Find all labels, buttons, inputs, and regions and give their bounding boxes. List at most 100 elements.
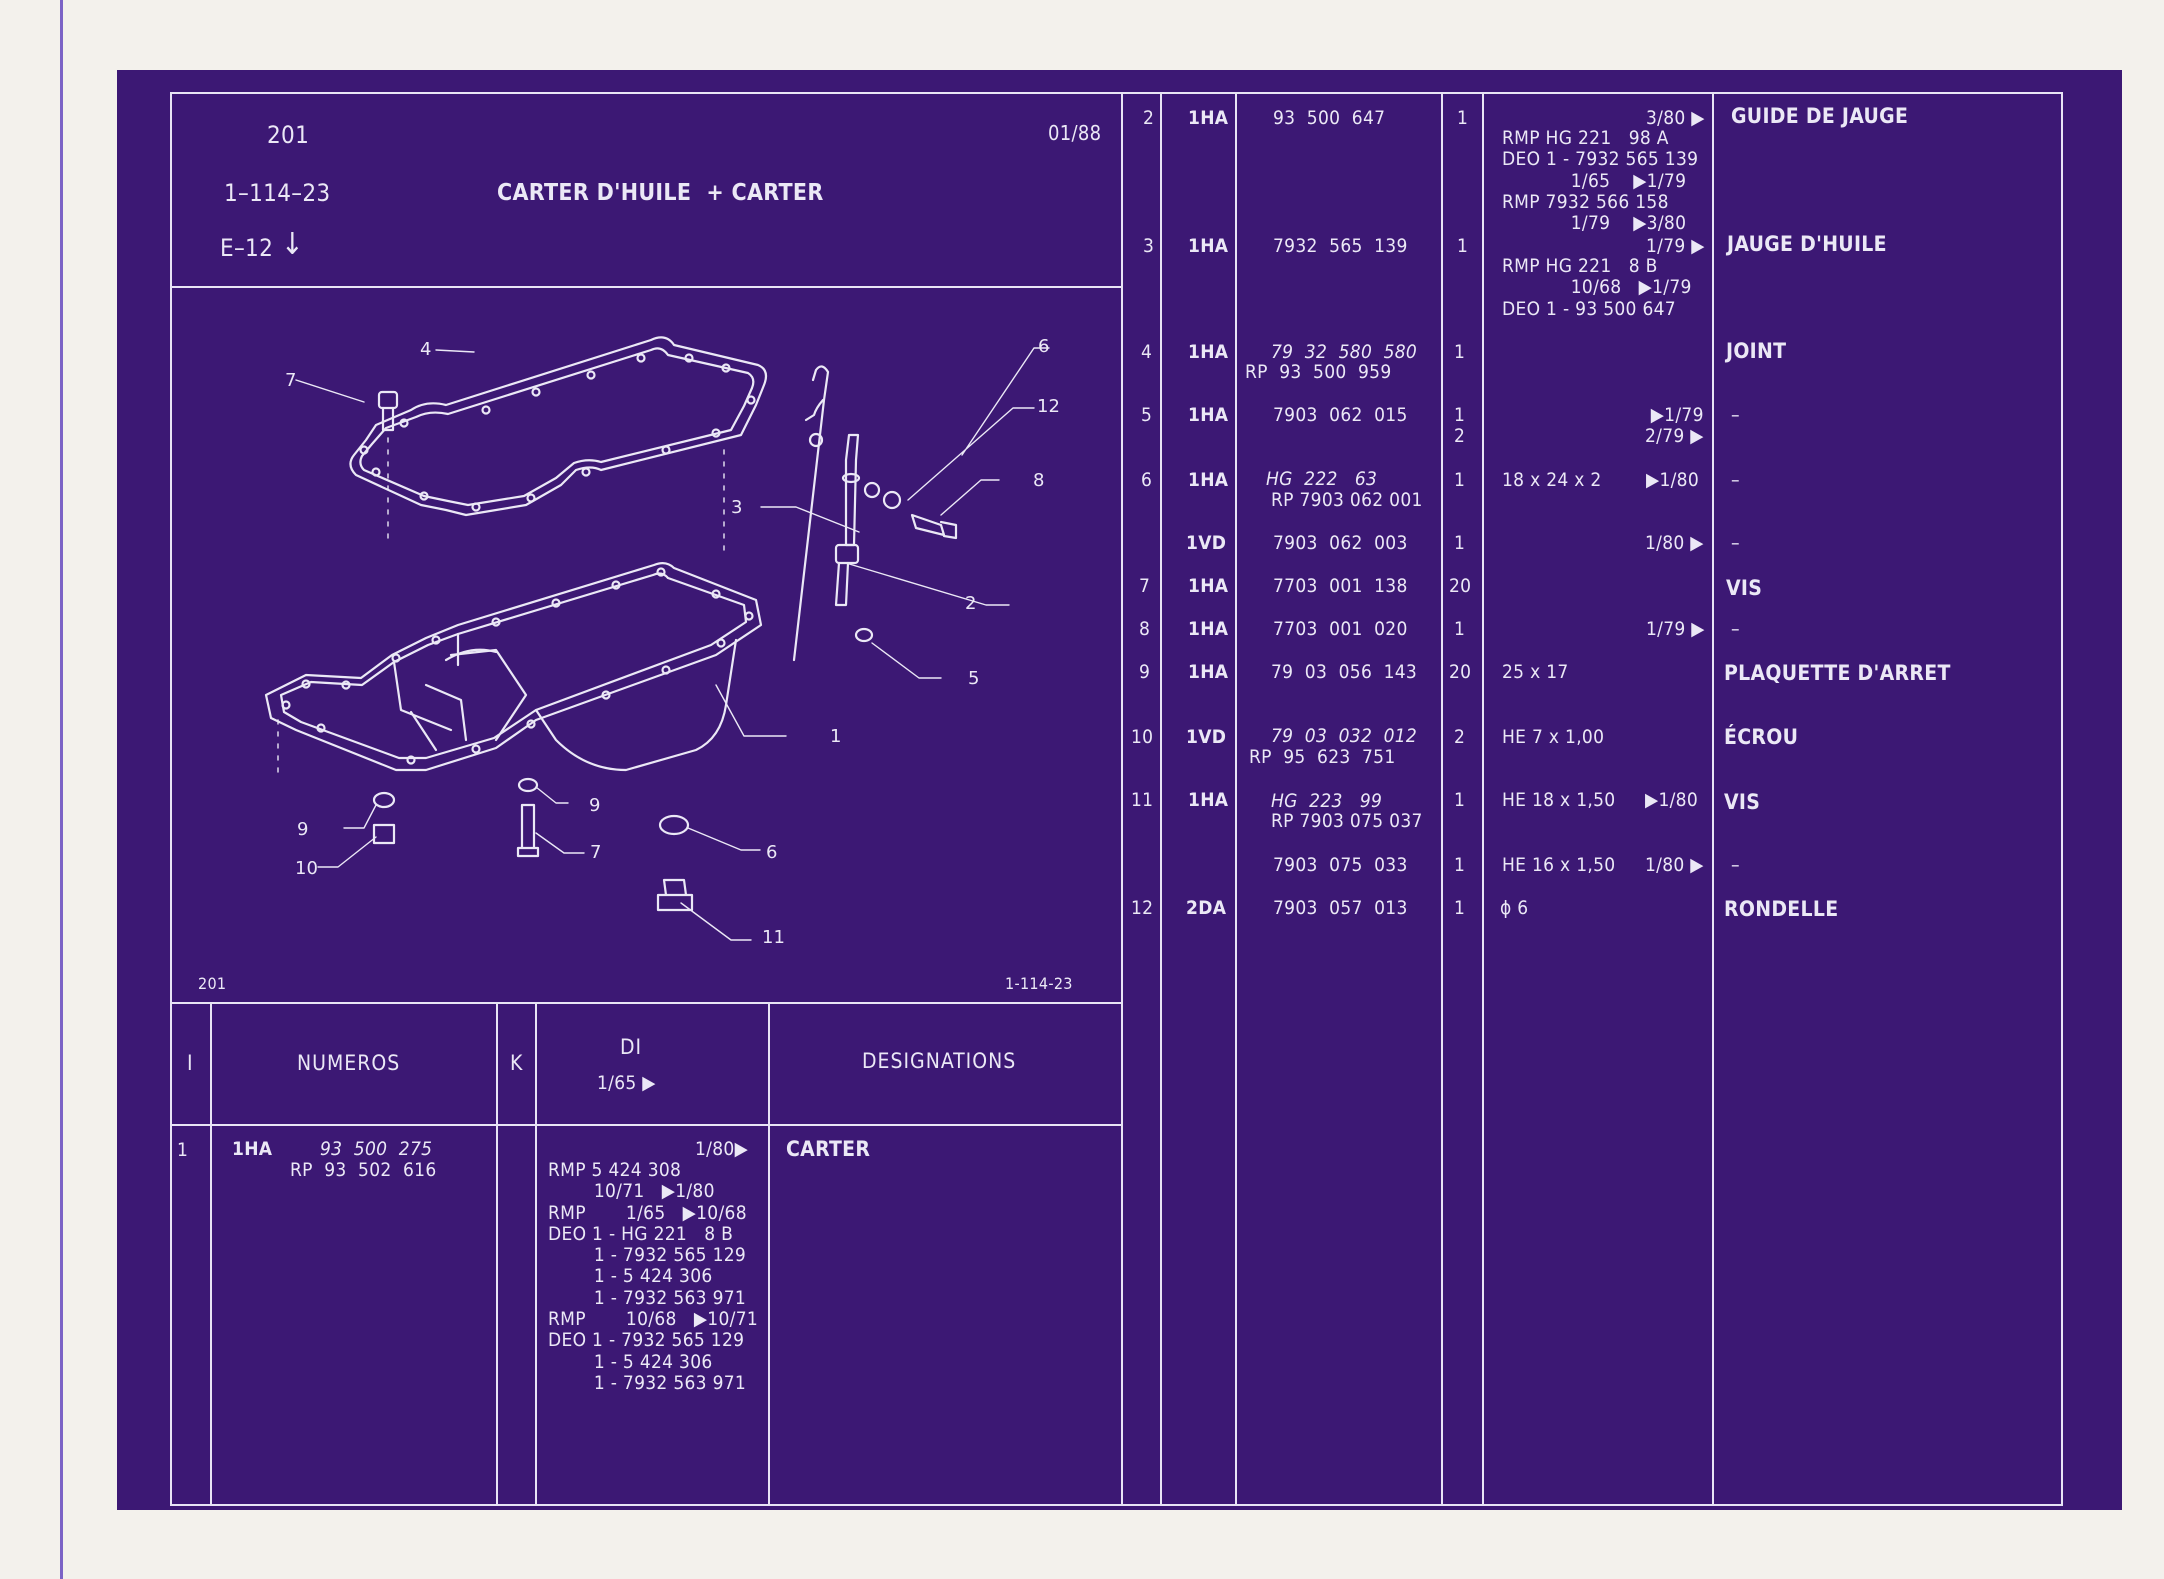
part-di: ▶1/80 [1646, 469, 1700, 491]
part-k: 1 [1454, 469, 1466, 491]
part-designation: – [1731, 532, 1740, 554]
part-k: 1 [1454, 854, 1466, 876]
callout-label: 4 [420, 339, 432, 360]
part-k: 20 [1449, 575, 1472, 597]
washer-part [372, 791, 396, 809]
sub-reference: E–12 [220, 234, 274, 262]
part-designation: – [1731, 404, 1740, 426]
callout-label: 6 [766, 842, 778, 863]
part-code: 1VD [1186, 532, 1227, 554]
part-index: 9 [1139, 661, 1151, 683]
part-index: 10 [1131, 726, 1154, 748]
part-notes: 25 x 17 [1502, 661, 1569, 683]
page-title: CARTER D'HUILE + CARTER [497, 180, 824, 206]
part-k: 1 [1454, 618, 1466, 640]
part-notes: HE 16 x 1,50 [1502, 854, 1616, 876]
part-index: 4 [1141, 341, 1153, 363]
part-k: 2 [1454, 726, 1466, 748]
col-line [535, 1002, 537, 1506]
column-header-di: DI [620, 1035, 643, 1059]
page-date: 01/88 [1048, 121, 1102, 145]
dipstick-part [792, 365, 830, 662]
part-index: 11 [1131, 789, 1154, 811]
drawing-caption-right: 1-114-23 [1005, 974, 1073, 993]
washer-part [854, 627, 874, 643]
washer-part [863, 481, 881, 499]
callout-label: 8 [1033, 470, 1045, 491]
part-rp: RP 7903 075 037 [1271, 810, 1423, 832]
part-designation: – [1731, 469, 1740, 491]
part-k: 1 2 [1454, 404, 1466, 448]
part-numero: 7903 062 015 [1273, 404, 1408, 426]
part-di: ▶1/80 [1645, 789, 1699, 811]
part-code: 1HA [1188, 661, 1229, 683]
part-numero: 7703 001 020 [1273, 618, 1408, 640]
washer-part [882, 490, 902, 510]
part-k: 1 [1457, 235, 1469, 257]
callout-label: 6 [1038, 336, 1050, 357]
part-k: 20 [1449, 661, 1472, 683]
part-code: 1HA [1188, 404, 1229, 426]
part-k: 1 [1454, 341, 1466, 363]
column-header-i: I [187, 1051, 194, 1075]
callout-label: 7 [285, 370, 297, 391]
part-di: 1/79 ▶ [1646, 618, 1705, 640]
part-designation: PLAQUETTE D'ARRET [1724, 661, 1951, 685]
callout-label: 5 [968, 668, 980, 689]
part-numero: 79 03 056 143 [1271, 661, 1418, 683]
plug-part [656, 878, 694, 912]
callout-label: 7 [590, 842, 602, 863]
part-designation: JAUGE D'HUILE [1727, 232, 1887, 256]
col-line [210, 1002, 212, 1506]
callout-label: 9 [297, 819, 309, 840]
part-index: 3 [1143, 235, 1155, 257]
callout-label: 12 [1037, 396, 1060, 417]
part-designation: RONDELLE [1724, 897, 1839, 921]
callout-label: 3 [731, 497, 743, 518]
col-line [1482, 92, 1484, 1506]
washer-part [517, 777, 539, 793]
row-1-numero-rp: RP 93 502 616 [290, 1159, 437, 1181]
part-numero: 7932 565 139 [1273, 235, 1408, 257]
part-code: 2DA [1186, 897, 1227, 919]
part-designation: VIS [1726, 576, 1763, 600]
part-notes: 18 x 24 x 2 [1502, 469, 1602, 491]
part-k: 1 [1457, 107, 1469, 129]
part-rp: RP 93 500 959 [1245, 361, 1392, 383]
part-code: 1HA [1188, 341, 1229, 363]
row-1-index: 1 [177, 1139, 189, 1161]
column-header-k: K [510, 1051, 524, 1075]
part-numero: HG 223 99 [1271, 790, 1383, 812]
part-notes: HE 18 x 1,50 [1502, 789, 1616, 811]
part-index: 2 [1143, 107, 1155, 129]
part-index: 5 [1141, 404, 1153, 426]
part-code: 1HA [1188, 575, 1229, 597]
col-line [1160, 92, 1162, 1506]
part-numero: HG 222 63 [1266, 468, 1378, 490]
part-designation: JOINT [1726, 339, 1787, 363]
drawing-bottom-line [170, 1002, 1122, 1004]
part-numero: 79 32 580 580 [1271, 341, 1418, 363]
bolt-part [910, 513, 958, 540]
part-code: 1VD [1186, 726, 1227, 748]
part-index: 12 [1131, 897, 1154, 919]
part-k: 1 [1454, 789, 1466, 811]
part-numero: 7903 062 003 [1273, 532, 1408, 554]
part-numero: 93 500 647 [1273, 107, 1386, 129]
nut-part [372, 823, 396, 845]
part-notes: HE 7 x 1,00 [1502, 726, 1605, 748]
part-k: 1 [1454, 532, 1466, 554]
left-section-divider [1121, 92, 1123, 1506]
part-code: 1HA [1188, 618, 1229, 640]
dipstick-guide-part [834, 433, 861, 607]
part-numero: 7903 075 033 [1273, 854, 1408, 876]
part-designation: GUIDE DE JAUGE [1731, 104, 1909, 128]
part-rp: RP 95 623 751 [1249, 746, 1396, 768]
column-header-designations: DESIGNATIONS [862, 1049, 1017, 1073]
header-divider [170, 286, 1122, 288]
part-di: ▶1/79 2/79 ▶ [1645, 404, 1704, 448]
column-header-numeros: NUMEROS [297, 1051, 401, 1075]
part-notes: RMP HG 221 8 B 10/68 ▶1/79 DEO 1 - 93 50… [1502, 255, 1692, 320]
margin-line [60, 0, 63, 1579]
screw-part [377, 390, 399, 432]
